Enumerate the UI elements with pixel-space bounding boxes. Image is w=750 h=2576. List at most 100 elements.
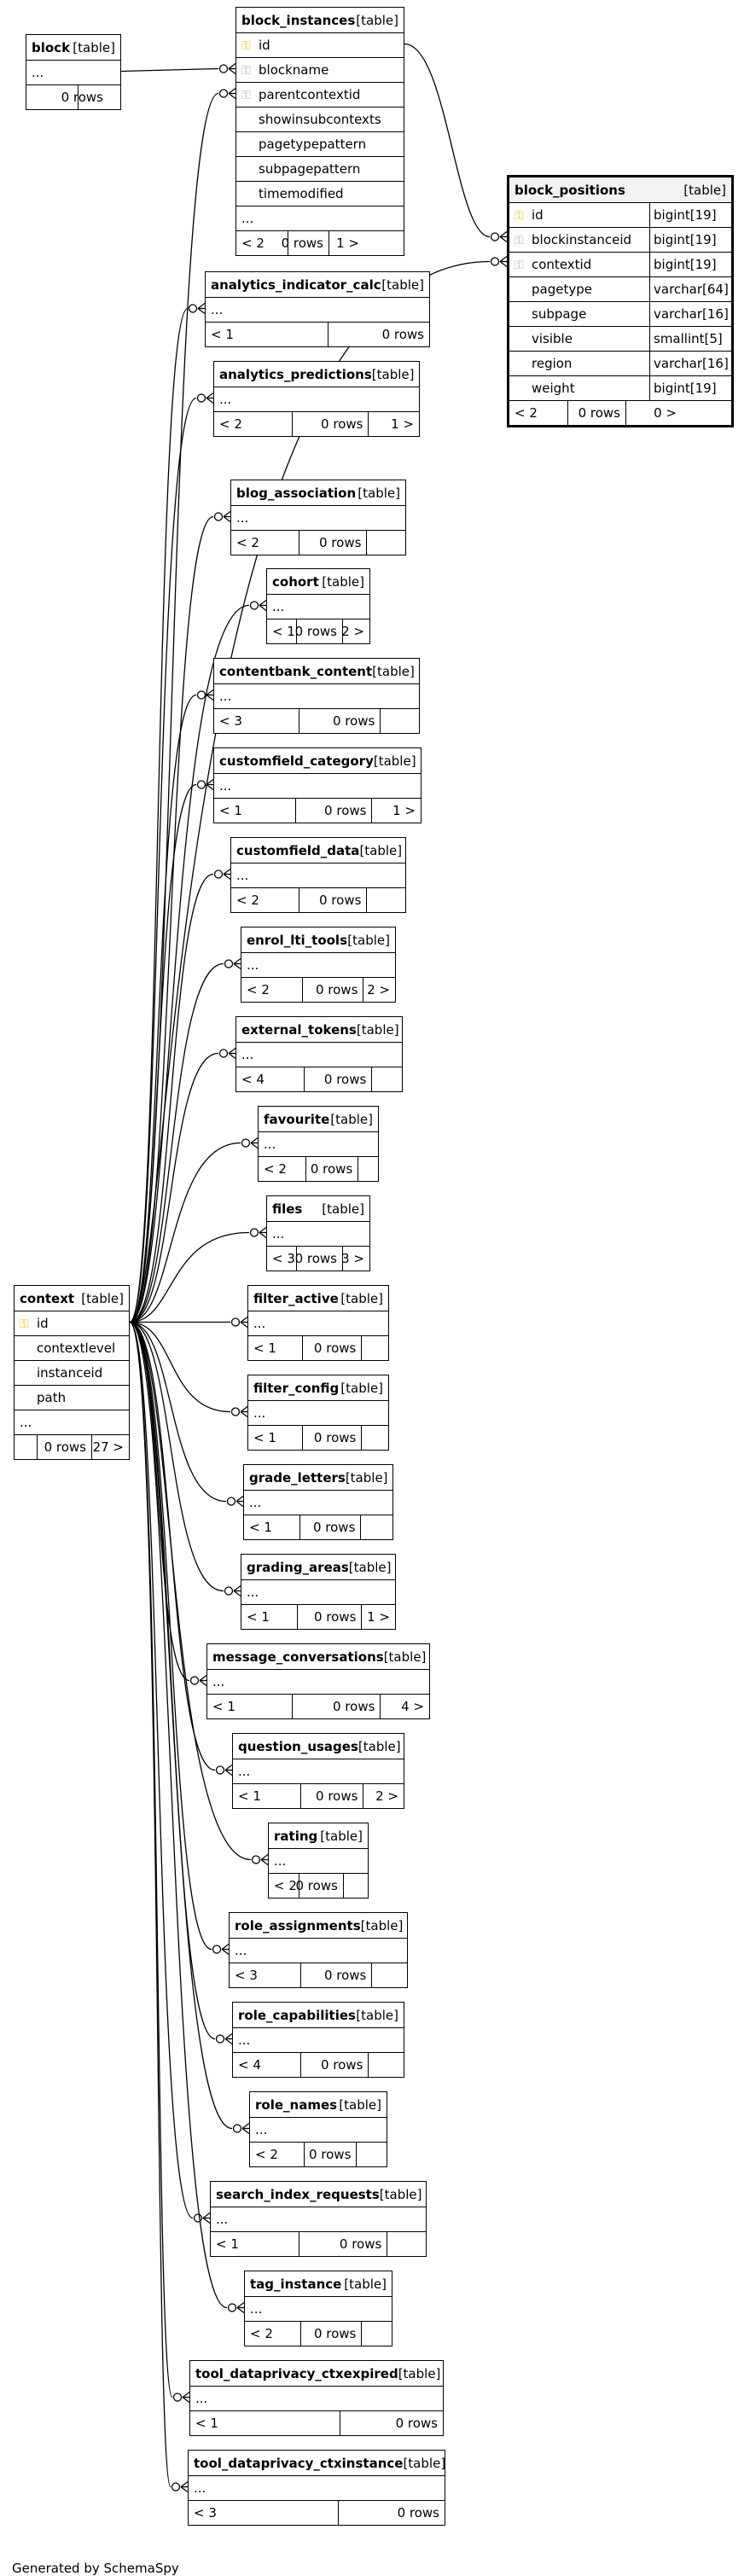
table-name[interactable]: tool_dataprivacy_ctxinstance xyxy=(194,2455,404,2471)
more-columns-row[interactable]: ... xyxy=(231,505,405,530)
table-name[interactable]: message_conversations xyxy=(212,1649,384,1665)
child-count[interactable] xyxy=(368,2053,404,2077)
table-name[interactable]: analytics_indicator_calc xyxy=(211,276,381,293)
parent-count[interactable]: < 1 xyxy=(249,1520,272,1535)
parent-count[interactable]: < 3 xyxy=(219,713,242,729)
column-row[interactable]: id⚿ xyxy=(15,1311,129,1335)
more-columns-row[interactable]: ... xyxy=(233,2027,404,2052)
child-count[interactable] xyxy=(361,2322,392,2346)
parent-count[interactable]: < 3 xyxy=(235,1968,258,1983)
table-name[interactable]: grading_areas xyxy=(247,1559,349,1575)
parent-count[interactable]: < 2 xyxy=(255,2147,278,2162)
parent-count[interactable] xyxy=(15,1435,37,1459)
more-columns-row[interactable]: ... xyxy=(248,1311,388,1335)
more-columns-row[interactable]: ... xyxy=(214,387,419,411)
parent-count[interactable]: < 1 xyxy=(219,803,242,818)
table-name[interactable]: role_names xyxy=(255,2096,338,2113)
child-count[interactable] xyxy=(366,888,405,912)
child-count[interactable]: 27 > xyxy=(91,1435,129,1459)
column-row[interactable]: id⚿ xyxy=(236,32,404,57)
table-name[interactable]: filter_config xyxy=(253,1380,340,1396)
table-block-positions[interactable]: block_positions[table]id⚿bigint[19]block… xyxy=(507,175,734,427)
table-name[interactable]: block_instances xyxy=(241,12,356,28)
child-count[interactable]: 1 > xyxy=(368,412,419,436)
parent-count[interactable]: < 3 xyxy=(272,1251,295,1266)
table-name[interactable]: role_assignments xyxy=(235,1917,361,1933)
more-columns-row[interactable]: ... xyxy=(189,2475,445,2500)
more-columns-row[interactable]: ... xyxy=(241,1579,395,1604)
table-name[interactable]: question_usages xyxy=(238,1738,358,1754)
table-name[interactable]: cohort xyxy=(272,573,319,590)
table-name[interactable]: block_positions xyxy=(515,182,625,198)
more-columns-row[interactable]: ... xyxy=(26,60,120,84)
parent-count[interactable]: < 1 xyxy=(272,624,295,639)
more-columns-row[interactable]: ... xyxy=(248,1400,388,1425)
parent-count[interactable]: < 2 xyxy=(241,236,265,251)
parent-count[interactable]: < 1 xyxy=(195,2416,218,2431)
more-columns-row[interactable]: ... xyxy=(259,1131,378,1156)
child-count[interactable] xyxy=(342,1874,368,1898)
table-tool-dataprivacy-ctxinstance[interactable]: tool_dataprivacy_ctxinstance[table]...< … xyxy=(188,2450,445,2526)
table-block-instances[interactable]: block_instances[table]id⚿blockname⚿paren… xyxy=(235,7,404,256)
more-columns-row[interactable]: ... xyxy=(190,2386,443,2410)
parent-count[interactable]: < 2 xyxy=(264,1161,287,1177)
child-count[interactable] xyxy=(371,1963,407,1987)
column-row[interactable]: subpagepattern xyxy=(236,156,404,181)
column-row[interactable]: instanceid xyxy=(15,1360,129,1385)
column-row[interactable]: contextid⚿bigint[19] xyxy=(509,252,731,276)
more-columns-row[interactable]: ... xyxy=(211,2207,426,2231)
child-count[interactable] xyxy=(361,1426,388,1450)
parent-count[interactable]: < 1 xyxy=(247,1609,270,1625)
table-tool-dataprivacy-ctxexpired[interactable]: tool_dataprivacy_ctxexpired[table]...< 1… xyxy=(189,2360,444,2436)
parent-count[interactable]: < 4 xyxy=(238,2057,261,2073)
more-columns-row[interactable]: ... xyxy=(267,1221,369,1246)
table-name[interactable]: blog_association xyxy=(236,485,357,501)
parent-count[interactable]: < 2 xyxy=(219,416,242,432)
parent-count[interactable]: < 1 xyxy=(216,2236,239,2252)
parent-count[interactable]: < 3 xyxy=(194,2505,217,2521)
table-name[interactable]: role_capabilities xyxy=(238,2007,356,2023)
parent-count[interactable]: < 1 xyxy=(253,1430,276,1445)
column-row[interactable]: pagetypepattern xyxy=(236,131,404,156)
table-name[interactable]: tool_dataprivacy_ctxexpired xyxy=(195,2365,398,2381)
table-name[interactable]: search_index_requests xyxy=(216,2186,380,2202)
table-name[interactable]: tag_instance xyxy=(250,2276,342,2292)
child-count[interactable]: 3 > xyxy=(341,1247,369,1271)
parent-count[interactable]: < 1 xyxy=(212,1699,235,1714)
column-row[interactable]: parentcontextid⚿ xyxy=(236,82,404,107)
column-row[interactable]: blockname⚿ xyxy=(236,57,404,82)
table-name[interactable]: external_tokens xyxy=(241,1021,357,1038)
parent-count[interactable]: < 2 xyxy=(236,893,259,908)
table-name[interactable]: customfield_data xyxy=(236,842,360,858)
parent-count[interactable]: < 2 xyxy=(247,982,270,997)
column-row[interactable]: path xyxy=(15,1385,129,1410)
column-row[interactable]: contextlevel xyxy=(15,1335,129,1360)
child-count[interactable]: 2 > xyxy=(341,619,369,643)
parent-count[interactable]: < 2 xyxy=(250,2326,273,2341)
more-columns-row[interactable]: ... xyxy=(207,1669,429,1694)
more-columns-row[interactable]: ... xyxy=(230,1938,407,1963)
parent-count[interactable]: < 1 xyxy=(211,327,234,342)
more-columns-row[interactable]: ... xyxy=(214,683,419,708)
child-count[interactable] xyxy=(371,1067,402,1091)
child-count[interactable]: 2 > xyxy=(363,1784,404,1808)
column-row[interactable]: showinsubcontexts xyxy=(236,107,404,131)
